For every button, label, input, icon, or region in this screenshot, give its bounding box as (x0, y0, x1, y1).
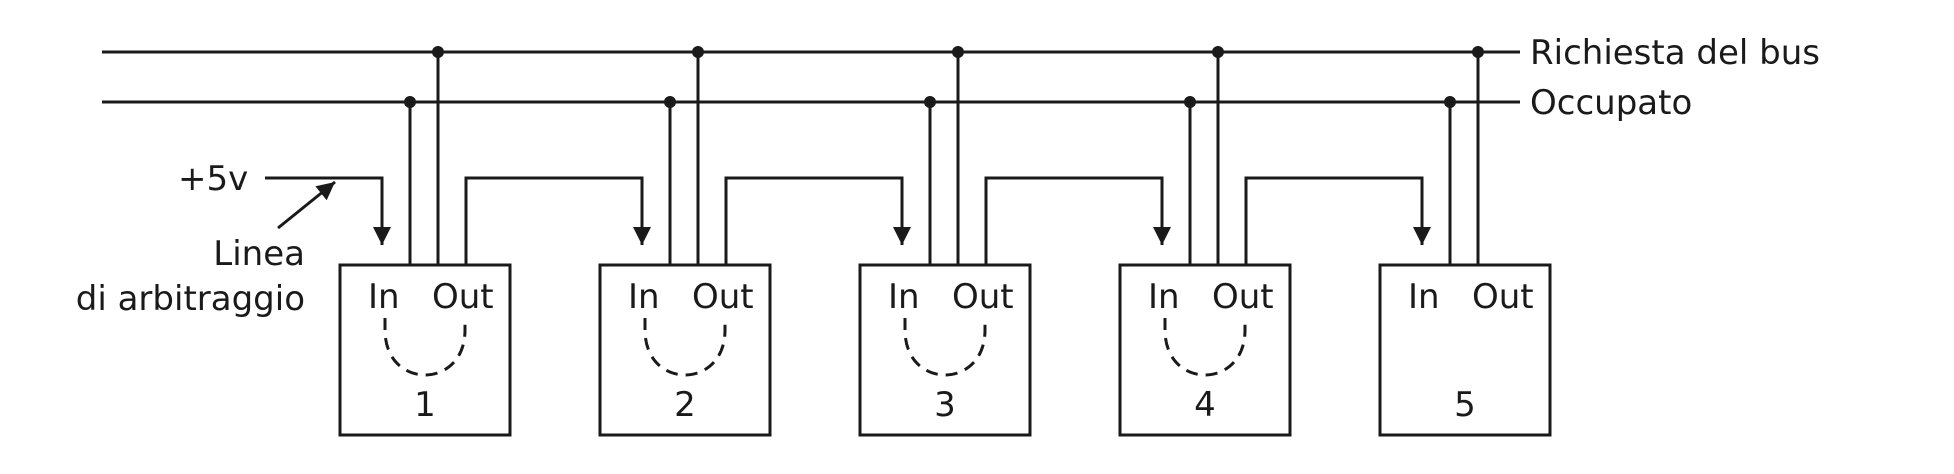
device-box (1378, 263, 1552, 437)
in-pin-label: In (628, 277, 660, 317)
device-box (598, 263, 772, 437)
busy-junction-dot (664, 96, 676, 108)
device-1: In Out 1 (338, 46, 512, 437)
internal-pass-through (383, 318, 467, 377)
bus-request-junction-dot (952, 46, 964, 58)
arbitration-chain-wire (1244, 176, 1431, 265)
device-5: In Out 5 (1378, 46, 1552, 437)
out-pin-label: Out (432, 277, 494, 317)
device-number: 1 (414, 385, 436, 425)
chain-layer (464, 176, 1431, 265)
arbitration-pointer-arrow (277, 180, 336, 230)
busy-junction-dot (1444, 96, 1456, 108)
device-4: In Out 4 (1118, 46, 1292, 437)
bus-request-junction-dot (432, 46, 444, 58)
device-box (858, 263, 1032, 437)
device-3: In Out 3 (858, 46, 1032, 437)
devices-layer: In Out 1 In Out 2 In Out 3 In Out 4 In Out 5 (338, 46, 1552, 437)
busy-label: Occupato (1530, 83, 1692, 123)
busy-junction-dot (1184, 96, 1196, 108)
out-pin-label: Out (1212, 277, 1274, 317)
arbitration-chain-wire (464, 176, 651, 265)
arbitration-label-line1: Linea (213, 234, 305, 274)
out-pin-label: Out (952, 277, 1014, 317)
bus-request-junction-dot (692, 46, 704, 58)
bus-request-junction-dot (1212, 46, 1224, 58)
bus-request-junction-dot (1472, 46, 1484, 58)
out-pin-label: Out (692, 277, 754, 317)
device-number: 5 (1454, 385, 1476, 425)
device-number: 2 (674, 385, 696, 425)
internal-pass-through (1163, 318, 1247, 377)
device-box (1118, 263, 1292, 437)
in-pin-label: In (1408, 277, 1440, 317)
device-number: 4 (1194, 385, 1216, 425)
in-pin-label: In (368, 277, 400, 317)
internal-pass-through (643, 318, 727, 377)
bus-request-label: Richiesta del bus (1530, 33, 1820, 73)
device-box (338, 263, 512, 437)
busy-junction-dot (924, 96, 936, 108)
device-number: 3 (934, 385, 956, 425)
arbitration-chain-wire (984, 176, 1171, 265)
internal-pass-through (903, 318, 987, 377)
device-2: In Out 2 (598, 46, 772, 437)
out-pin-label: Out (1472, 277, 1534, 317)
voltage-label: +5v (178, 159, 248, 199)
in-pin-label: In (1148, 277, 1180, 317)
busy-junction-dot (404, 96, 416, 108)
in-pin-label: In (888, 277, 920, 317)
arbitration-chain-wire (724, 176, 911, 265)
arbitration-label-line2: di arbitraggio (76, 279, 305, 319)
arbitration-input-wire (265, 176, 391, 245)
